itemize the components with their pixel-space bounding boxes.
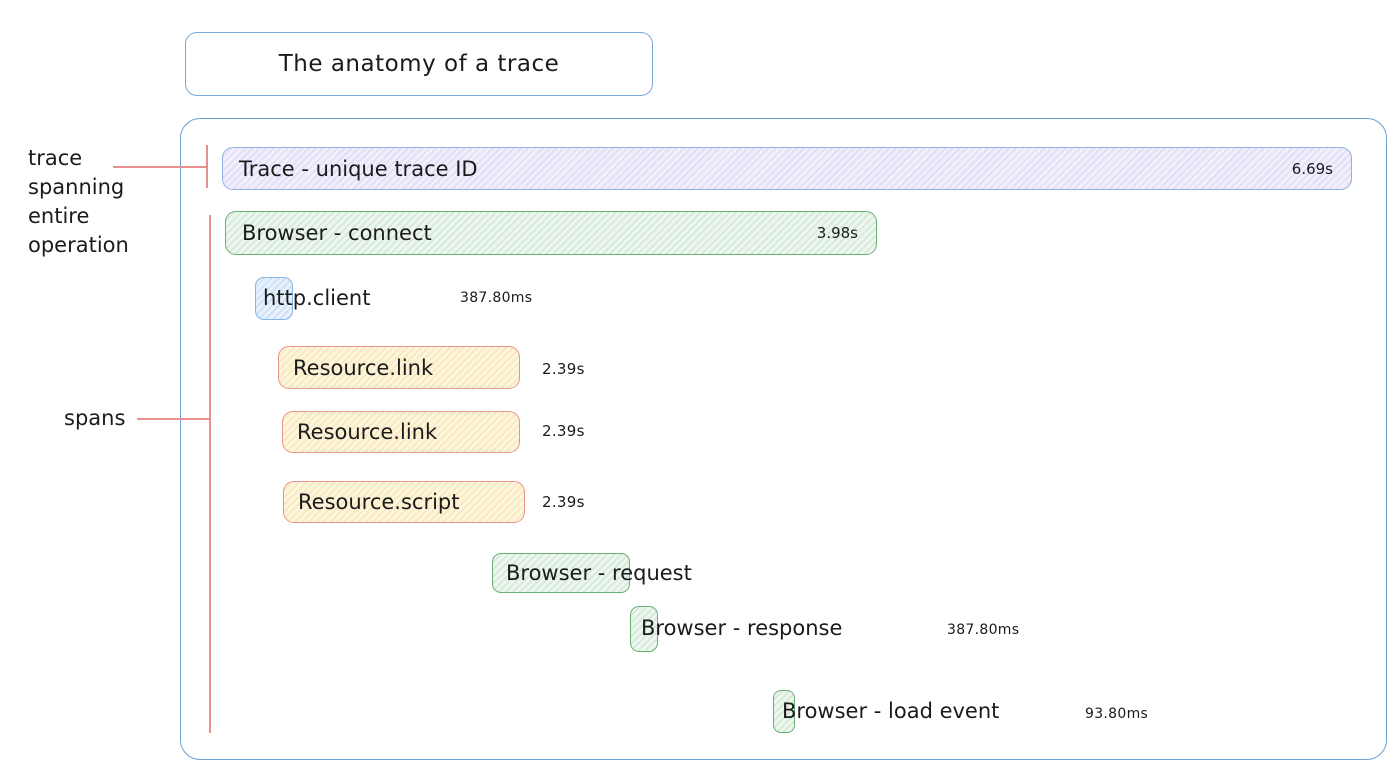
span-label: Resource.link [297, 420, 438, 444]
span-duration: 2.39s [542, 360, 585, 378]
spans-annotation-label: spans [64, 406, 126, 430]
span-duration: 3.98s [816, 224, 858, 242]
span-bar-browser-response [630, 606, 658, 652]
span-duration: 2.39s [542, 493, 585, 511]
span-label: Browser - request [506, 561, 692, 585]
span-duration: 2.39s [542, 422, 585, 440]
span-bar-resource-script: Resource.script [283, 481, 525, 523]
trace-annotation-label: trace spanning entire operation [28, 146, 129, 257]
span-bar-browser-connect: Browser - connect 3.98s [225, 211, 877, 255]
span-label: Trace - unique trace ID [239, 156, 478, 181]
span-bar-browser-load-event [773, 690, 795, 733]
span-bar-resource-link-1: Resource.link [278, 346, 520, 389]
span-duration: 387.80ms [460, 290, 533, 306]
diagram-title-box: The anatomy of a trace [185, 32, 653, 96]
span-bar-http-client [255, 277, 293, 320]
span-bar-resource-link-2: Resource.link [282, 411, 520, 453]
span-label: Browser - response [641, 616, 843, 640]
span-duration: 93.80ms [1085, 706, 1149, 722]
span-duration: 6.69s [1291, 159, 1333, 178]
span-bar-trace: Trace - unique trace ID 6.69s [222, 147, 1352, 190]
span-label: Resource.link [293, 355, 434, 380]
spans-bracket-line [209, 215, 211, 733]
span-label: http.client [263, 286, 371, 310]
trace-annotation-tick [206, 145, 208, 188]
spans-annotation-pointer-line [137, 418, 210, 420]
span-bar-browser-request [492, 553, 630, 593]
trace-annotation-pointer-line [113, 166, 207, 168]
span-label: Resource.script [298, 490, 460, 514]
span-label: Browser - connect [242, 221, 432, 245]
span-label: Browser - load event [782, 699, 1000, 723]
diagram-title: The anatomy of a trace [278, 51, 560, 77]
span-duration: 387.80ms [947, 622, 1020, 638]
